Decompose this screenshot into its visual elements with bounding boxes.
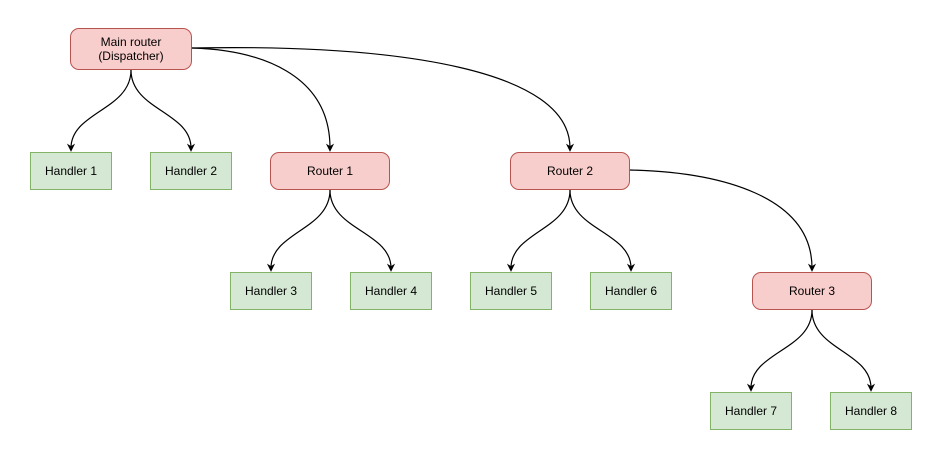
- node-label-handler-8: Handler 8: [844, 404, 898, 418]
- node-label-router-3: Router 3: [788, 284, 836, 298]
- node-router-2[interactable]: Router 2: [510, 152, 630, 190]
- node-label-handler-4: Handler 4: [364, 284, 418, 298]
- node-handler-4[interactable]: Handler 4: [350, 272, 432, 310]
- node-label-main-router: Main router (Dispatcher): [98, 35, 164, 63]
- node-handler-5[interactable]: Handler 5: [470, 272, 552, 310]
- node-handler-1[interactable]: Handler 1: [30, 152, 112, 190]
- edge-router-2-to-handler-5: [506, 189, 571, 272]
- node-label-handler-7: Handler 7: [724, 404, 778, 418]
- node-router-3[interactable]: Router 3: [752, 272, 872, 310]
- node-handler-2[interactable]: Handler 2: [150, 152, 232, 190]
- edge-router-3-to-handler-8: [811, 309, 876, 392]
- edge-router-2-to-router-3: [629, 169, 817, 272]
- edge-router-3-to-handler-7: [746, 309, 813, 392]
- edge-router-1-to-handler-4: [329, 189, 396, 272]
- edge-main-to-handler-1: [66, 69, 132, 152]
- node-label-handler-6: Handler 6: [604, 284, 658, 298]
- node-router-1[interactable]: Router 1: [270, 152, 390, 190]
- node-handler-6[interactable]: Handler 6: [590, 272, 672, 310]
- node-label-handler-5: Handler 5: [484, 284, 538, 298]
- edge-router-1-to-handler-3: [266, 189, 331, 272]
- node-main-router[interactable]: Main router (Dispatcher): [70, 28, 192, 70]
- edge-main-to-router-2: [191, 47, 575, 152]
- edge-router-2-to-handler-6: [569, 189, 636, 272]
- edge-main-to-handler-2: [130, 69, 196, 152]
- edges-group: [66, 47, 876, 392]
- node-handler-3[interactable]: Handler 3: [230, 272, 312, 310]
- node-label-router-2: Router 2: [546, 164, 594, 178]
- node-label-handler-1: Handler 1: [44, 164, 98, 178]
- edge-main-to-router-1: [191, 47, 335, 152]
- node-handler-8[interactable]: Handler 8: [830, 392, 912, 430]
- node-label-handler-2: Handler 2: [164, 164, 218, 178]
- node-label-handler-3: Handler 3: [244, 284, 298, 298]
- node-label-router-1: Router 1: [306, 164, 354, 178]
- node-handler-7[interactable]: Handler 7: [710, 392, 792, 430]
